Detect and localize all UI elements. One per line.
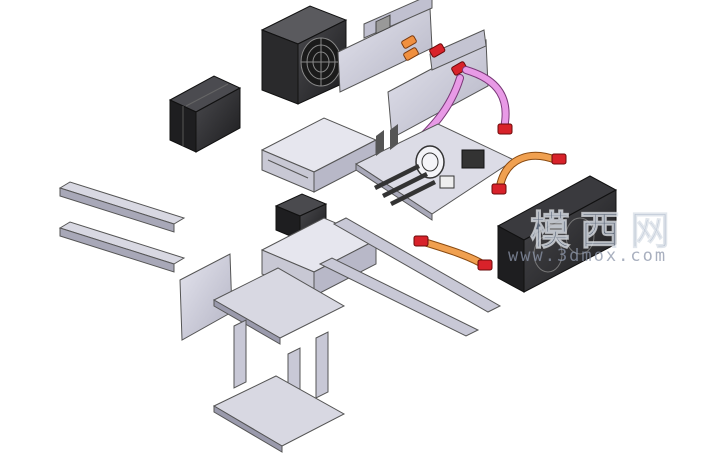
- power-supply: [260, 5, 348, 105]
- mounting-rails: [318, 217, 502, 337]
- radiator: [496, 175, 618, 293]
- gpu-card-rear: [337, 0, 433, 93]
- optical-drive-upper: [260, 117, 378, 193]
- ram-stick-upper: [58, 181, 186, 233]
- fan-grille-icon: [300, 37, 342, 87]
- gpu-water-fittings: [401, 35, 468, 76]
- watermark-chinese: 模西网: [530, 208, 680, 255]
- middle-tray: [212, 267, 346, 345]
- watermark-url: www.3dmox.com: [508, 246, 668, 266]
- lower-water-tube: [413, 235, 493, 271]
- hard-drive-block: [168, 75, 242, 153]
- orange-water-tube: [491, 151, 567, 195]
- chipset-block: [439, 149, 485, 189]
- ram-stick-lower: [58, 221, 186, 273]
- pcie-slot-brackets: [376, 124, 398, 156]
- ram-slots: [374, 164, 436, 206]
- radiator-fan-icon: [533, 217, 595, 273]
- motherboard: [354, 123, 516, 221]
- cpu-water-block: [415, 145, 445, 179]
- bottom-tray: [212, 375, 346, 453]
